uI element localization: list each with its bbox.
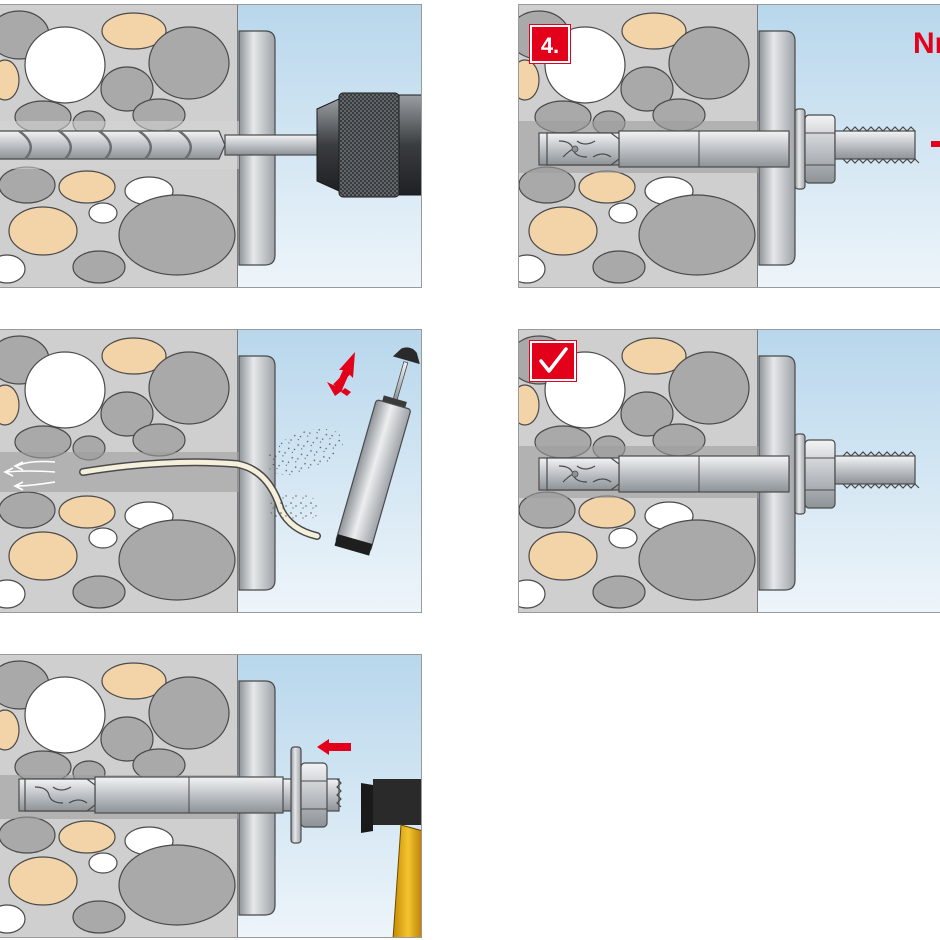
installed-anchor-illustration (519, 330, 940, 613)
drill-bit (0, 129, 320, 160)
washer-and-nut (794, 433, 920, 515)
checkmark-icon (539, 347, 568, 373)
anchor-bolt (538, 455, 790, 493)
step-tighten-nut-panel: 4. Nm (518, 4, 940, 288)
tighten-nut-illustration (519, 5, 940, 288)
push-direction-arrow (317, 739, 351, 755)
step-drill-hole-panel (0, 4, 422, 288)
step-hammer-in-anchor-panel (0, 654, 422, 938)
washer-and-nut (794, 108, 920, 190)
pump-motion-arrow (327, 352, 355, 396)
anchor-bolt (18, 776, 342, 814)
torque-indicator (931, 141, 940, 147)
drill-hole-illustration (0, 5, 421, 288)
blow-out-pump (334, 347, 420, 556)
hammer-in-illustration (0, 655, 421, 937)
dust-cloud (266, 428, 344, 476)
step-installed-panel (518, 329, 940, 613)
hammer (361, 779, 421, 937)
checkmark-badge (529, 340, 577, 382)
anchor-bolt (538, 130, 790, 168)
drill-chuck (316, 92, 421, 198)
washer-and-nut (290, 746, 328, 844)
airflow-arrows (3, 460, 56, 491)
step-number-badge: 4. (529, 24, 571, 64)
step-clean-hole-panel (0, 329, 422, 613)
torque-unit-label: Nm (913, 27, 940, 60)
clean-hole-illustration (0, 330, 422, 613)
